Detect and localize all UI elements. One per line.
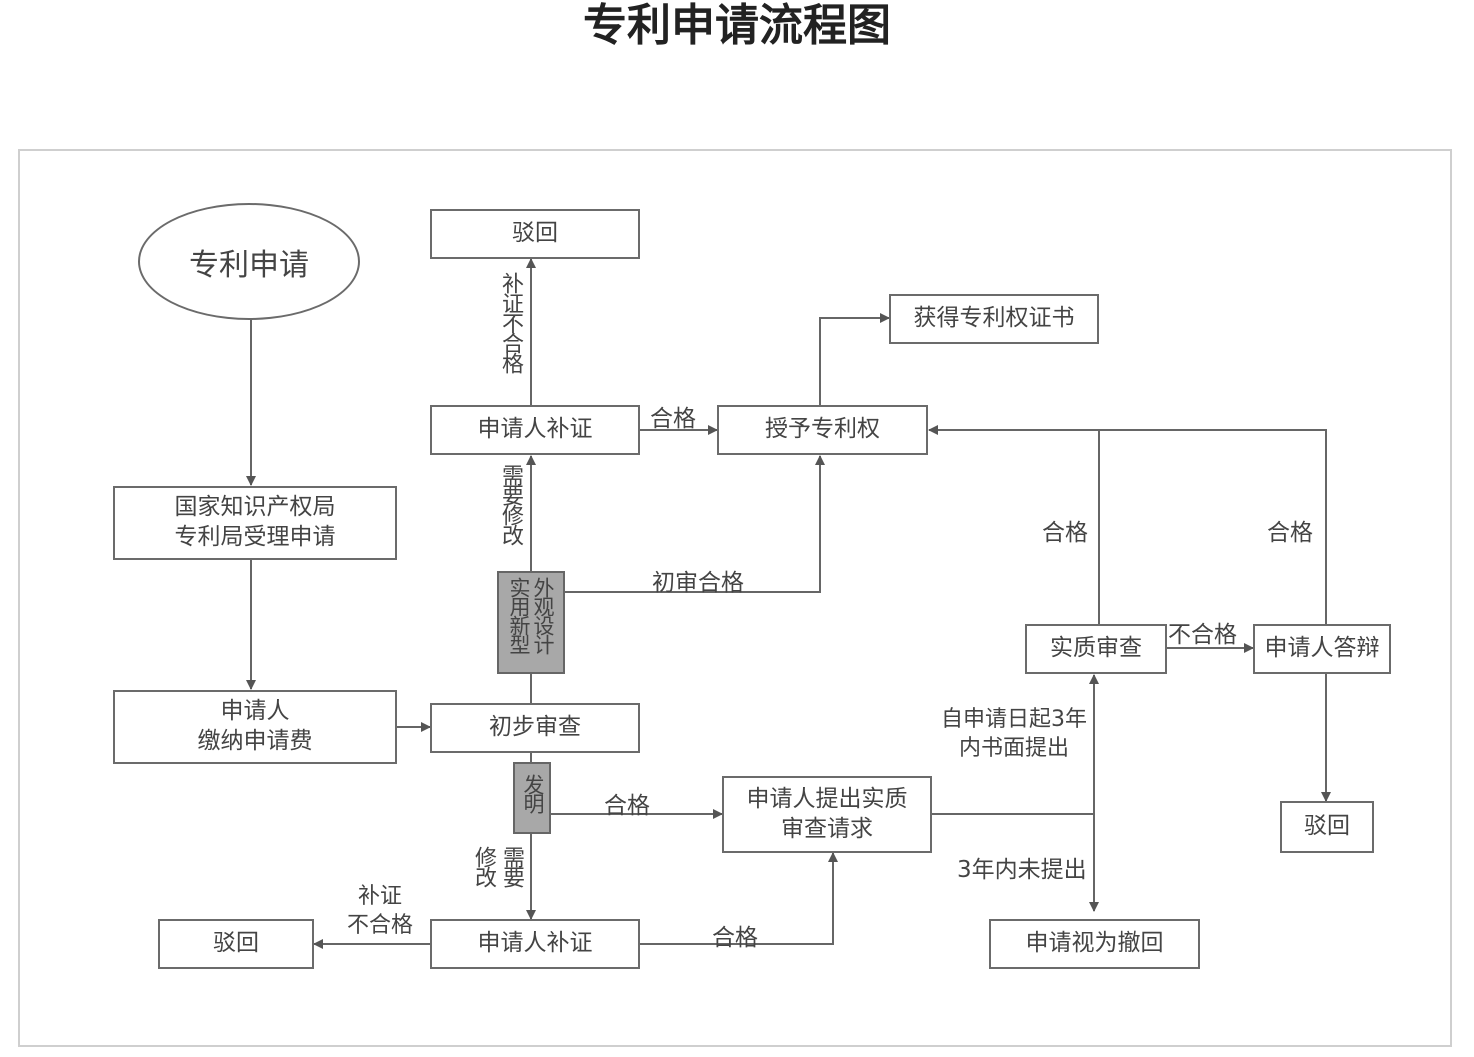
label-within-3y: 自申请日起3年 内书面提出 [941, 707, 1087, 761]
label-pass-reply: 合格 [1267, 520, 1313, 546]
tag-design: 外观设计 [531, 577, 555, 653]
label-pass-supp-to-grant: 合格 [650, 406, 696, 432]
label-fail-substantive: 不合格 [1168, 622, 1237, 648]
substantive-exam-node: 实质审查 [1025, 624, 1167, 674]
grant-node: 授予专利权 [717, 405, 928, 455]
page-title: 专利申请流程图 [583, 0, 891, 51]
diagram-frame [18, 149, 1452, 1047]
prelim-exam-node: 初步审查 [430, 703, 640, 753]
label-pass-substantive: 合格 [1042, 520, 1088, 546]
applicant-reply-node: 申请人答辩 [1253, 624, 1391, 674]
pay-fee-node: 申请人 缴纳申请费 [113, 690, 397, 764]
deemed-withdrawn-node: 申请视为撤回 [989, 919, 1200, 969]
label-needs-mod-bottom-1: 修改 [471, 846, 496, 886]
supplement-bottom-node: 申请人补证 [430, 919, 640, 969]
label-needs-mod-bottom-2: 需要 [499, 846, 524, 886]
reject-bottom-node: 驳回 [158, 919, 314, 969]
office-accept-node: 国家知识产权局 专利局受理申请 [113, 486, 397, 560]
type-tag-invention: 发明 [513, 762, 551, 834]
reject-top-node: 驳回 [430, 209, 640, 259]
reject-right-node: 驳回 [1280, 801, 1374, 853]
type-tag-design-utility: 外观设计 实用新型 [497, 571, 565, 674]
label-supp-fail-bottom: 补证 不合格 [346, 884, 413, 938]
label-supp-fail-top: 补证不合格 [498, 272, 523, 372]
label-pass-bottom: 合格 [712, 925, 758, 951]
tag-utility: 实用新型 [507, 577, 531, 653]
label-invention-pass: 合格 [604, 793, 650, 819]
label-prelim-pass: 初审合格 [652, 570, 744, 596]
label-needs-mod-top: 需要修改 [498, 464, 523, 544]
request-exam-node: 申请人提出实质 审查请求 [722, 776, 932, 853]
start-node: 专利申请 [138, 203, 360, 320]
certificate-node: 获得专利权证书 [889, 294, 1099, 344]
label-not-within-3y: 3年内未提出 [957, 857, 1087, 883]
supplement-top-node: 申请人补证 [430, 405, 640, 455]
tag-invention: 发明 [521, 774, 545, 812]
